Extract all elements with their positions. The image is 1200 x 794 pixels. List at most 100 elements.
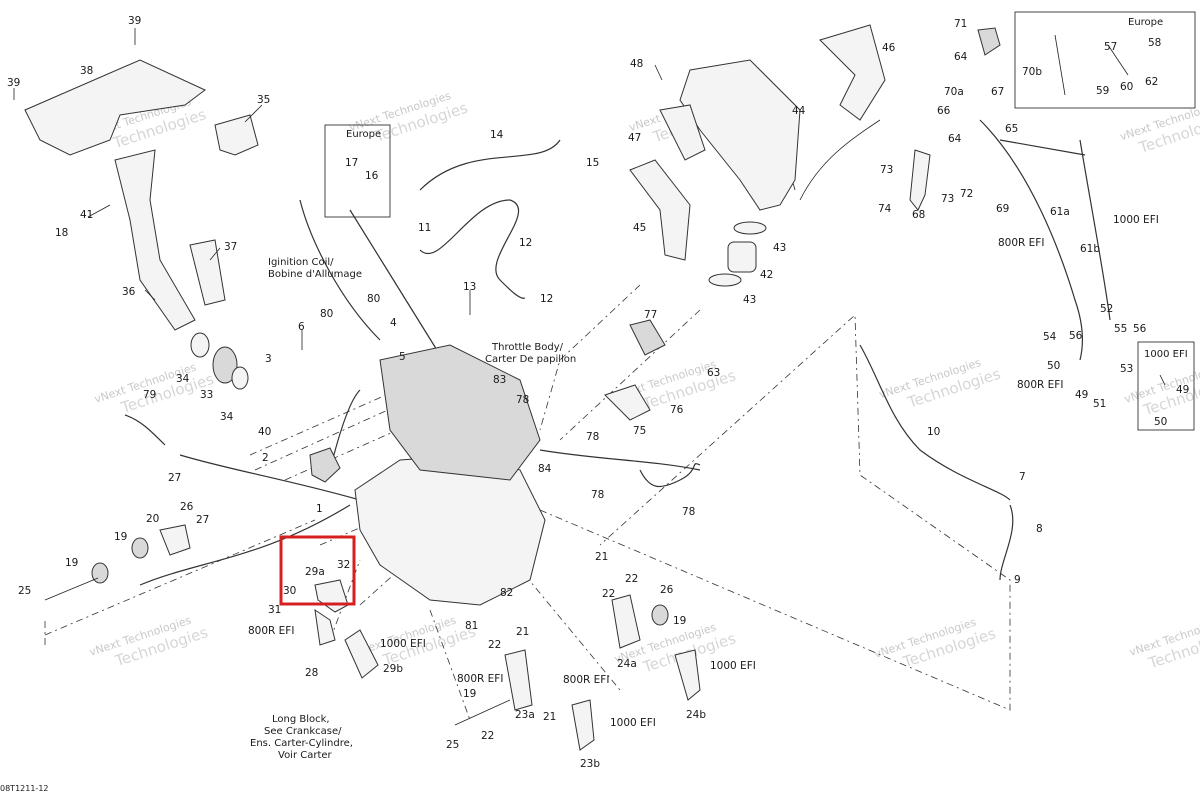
callout: 80	[320, 308, 333, 320]
callout: 34	[176, 373, 190, 385]
callout: 800R EFI	[248, 625, 294, 637]
callout: 31	[268, 604, 281, 616]
callout: 19	[673, 615, 686, 627]
notes: Europe Europe Iginition Coil/ Bobine d'A…	[0, 17, 1188, 793]
callout: 27	[168, 472, 181, 484]
europe-label: Europe	[346, 129, 381, 140]
exhaust-sleeve	[727, 241, 757, 273]
callout: 80	[367, 293, 380, 305]
callout: 56	[1133, 323, 1147, 335]
callout: 39	[128, 15, 141, 27]
callout: 36	[122, 286, 136, 298]
europe-inset-left	[324, 124, 391, 218]
engine-mount	[344, 629, 379, 679]
callout: 83	[493, 374, 506, 386]
engine-block	[354, 454, 546, 606]
callout: 46	[882, 42, 896, 54]
callout: 25	[446, 739, 459, 751]
callout: 26	[180, 501, 194, 513]
callout: 78	[591, 489, 604, 501]
callout: 73	[941, 193, 954, 205]
callout: 29b	[383, 663, 403, 675]
manifold-shield	[629, 159, 691, 261]
bolt	[454, 699, 511, 726]
drive-pulley	[651, 604, 669, 626]
callout: 75	[633, 425, 646, 437]
callout: 69	[996, 203, 1009, 215]
callout: 21	[516, 626, 529, 638]
callout: 64	[954, 51, 968, 63]
callout: 42	[760, 269, 773, 281]
callout: 55	[1114, 323, 1127, 335]
leader-lines	[13, 28, 1166, 386]
callout: 800R EFI	[563, 674, 609, 686]
callout: 10	[927, 426, 940, 438]
callout: 8	[1036, 523, 1043, 535]
throttle-lever	[977, 27, 1001, 56]
callout: 18	[55, 227, 68, 239]
callout: 43	[773, 242, 786, 254]
engine-mount	[314, 579, 349, 613]
callout: 48	[630, 58, 643, 70]
bracket	[571, 699, 595, 751]
callout: 12	[519, 237, 532, 249]
callout: 25	[18, 585, 31, 597]
callout-labels: 39 39 38 35 41 18 37 36 34 33 34 3 6 80 …	[7, 15, 1189, 770]
callout: 6	[298, 321, 305, 333]
engine-mount	[314, 608, 336, 646]
callout: 50	[1047, 360, 1060, 372]
callout: 22	[488, 639, 501, 651]
exhaust-shield	[819, 24, 886, 121]
bolt	[44, 577, 99, 601]
callout: 800R EFI	[457, 673, 503, 685]
callout: 19	[114, 531, 127, 543]
inset-boxes	[279, 11, 1196, 606]
callout: 1000 EFI	[710, 660, 756, 672]
long-block-note: Voir Carter	[278, 750, 333, 761]
assembly-guide-lines	[44, 284, 1011, 721]
callout: 70b	[1022, 66, 1042, 78]
callout: 79	[143, 389, 156, 401]
callout: 59	[1096, 85, 1109, 97]
callout: 78	[516, 394, 529, 406]
callout: 60	[1120, 81, 1133, 93]
throttle-body-note: Carter De papillon	[485, 354, 576, 365]
callout: 78	[586, 431, 599, 443]
duct-shield	[189, 239, 226, 306]
callout: 38	[80, 65, 93, 77]
bracket	[611, 594, 641, 649]
callout: 84	[538, 463, 552, 475]
callout: 74	[878, 203, 892, 215]
callout: 40	[258, 426, 271, 438]
bracket	[909, 149, 931, 211]
callout: 54	[1043, 331, 1057, 343]
clamp	[190, 332, 210, 358]
callout: 9	[1014, 574, 1021, 586]
callout: 37	[224, 241, 237, 253]
callout: 23b	[580, 758, 600, 770]
callout: 19	[463, 688, 476, 700]
callout: 1000 EFI	[1113, 214, 1159, 226]
long-block-note: Ens. Carter-Cylindre,	[250, 738, 353, 749]
callout: 24a	[617, 658, 637, 670]
callout: 44	[792, 105, 806, 117]
exhaust-clamp	[733, 221, 767, 235]
callout: 20	[146, 513, 159, 525]
callout: 13	[463, 281, 476, 293]
callout: 800R EFI	[1017, 379, 1063, 391]
callout: 76	[670, 404, 684, 416]
callout: 61b	[1080, 243, 1100, 255]
callout: 67	[991, 86, 1004, 98]
callout: 65	[1005, 123, 1018, 135]
parts	[24, 24, 1129, 751]
air-duct	[114, 149, 196, 331]
callout: 11	[418, 222, 431, 234]
callout: 77	[644, 309, 657, 321]
callout: 3	[265, 353, 272, 365]
callout: 73	[880, 164, 893, 176]
callout: 49	[1075, 389, 1088, 401]
callout: 78	[682, 506, 695, 518]
engine-top	[379, 344, 541, 481]
callout: 7	[1019, 471, 1026, 483]
